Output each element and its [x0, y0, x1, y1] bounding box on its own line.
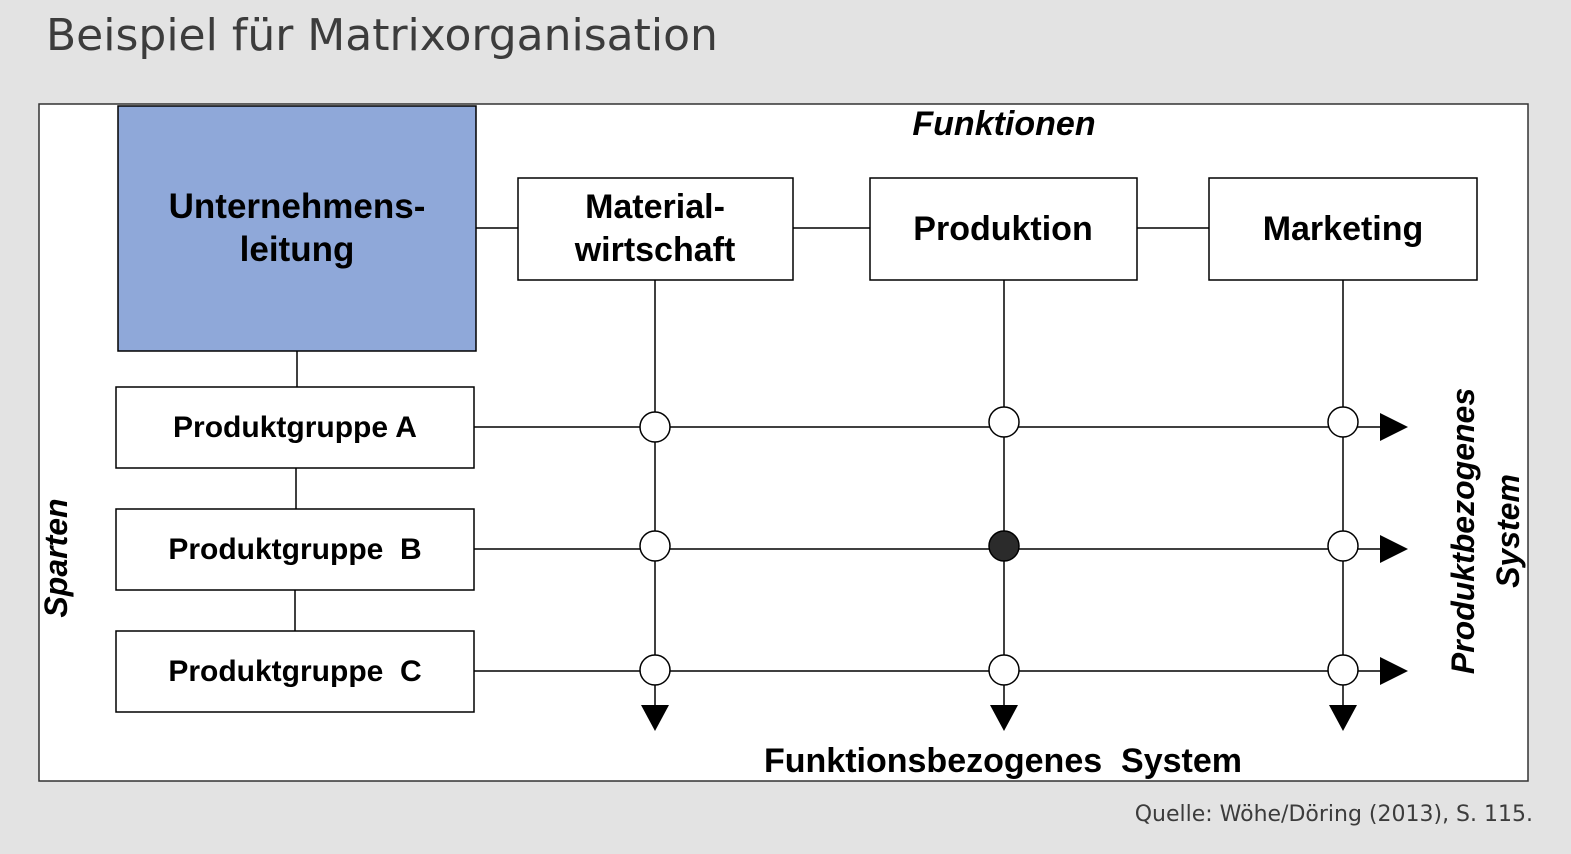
product-group-label-c: Produktgruppe C — [168, 655, 421, 688]
function-label-materialwirtschaft-line2: wirtschaft — [574, 231, 736, 269]
function-box-materialwirtschaft — [517, 177, 794, 281]
down-arrow-icon — [641, 705, 669, 731]
product-group-label-b: Produktgruppe B — [168, 533, 421, 566]
node-b-materialwirtschaft — [639, 530, 671, 562]
management-label-line1: Unternehmens- — [169, 187, 426, 226]
right-arrow-icon — [1380, 535, 1408, 563]
product-group-box-a — [115, 386, 475, 469]
function-axes — [654, 280, 1344, 706]
node-c-marketing — [1327, 654, 1359, 686]
down-arrow-icon — [1329, 705, 1357, 731]
node-b-marketing — [1327, 530, 1359, 562]
function-label-marketing: Marketing — [1263, 210, 1424, 248]
product-group-label-a: Produktgruppe A — [173, 411, 417, 444]
right-arrow-icon — [1380, 413, 1408, 441]
intersection-nodes — [639, 406, 1359, 686]
down-arrow-icon — [990, 705, 1018, 731]
bottom-axis-label: Funktionsbezogenes System — [764, 742, 1242, 780]
management-box — [117, 105, 477, 352]
right-axis-label-line1: Produktbezogenes — [1445, 388, 1481, 674]
functions-heading: Funktionen — [912, 105, 1095, 143]
product-group-box-c — [115, 630, 475, 713]
right-arrow-icon — [1380, 657, 1408, 685]
function-box-marketing — [1208, 177, 1478, 281]
node-c-materialwirtschaft — [639, 654, 671, 686]
product-arrows — [1380, 413, 1408, 685]
function-box-produktion — [869, 177, 1138, 281]
product-group-box-b — [115, 508, 475, 591]
node-a-materialwirtschaft — [639, 411, 671, 443]
node-b-produktion-highlight — [988, 530, 1020, 562]
function-arrows — [641, 705, 1357, 731]
source-citation: Quelle: Wöhe/Döring (2013), S. 115. — [1134, 802, 1533, 827]
right-axis-label-line2: System — [1490, 474, 1526, 588]
node-a-marketing — [1327, 406, 1359, 438]
function-label-produktion: Produktion — [913, 210, 1092, 248]
function-label-materialwirtschaft-line1: Material- — [585, 188, 725, 226]
left-axis-label: Sparten — [38, 498, 74, 617]
product-group-connectors — [294, 351, 298, 631]
node-a-produktion — [988, 406, 1020, 438]
slide-title: Beispiel für Matrixorganisation — [46, 10, 718, 61]
product-axes — [474, 426, 1382, 672]
management-label-line2: leitung — [240, 230, 355, 269]
node-c-produktion — [988, 654, 1020, 686]
